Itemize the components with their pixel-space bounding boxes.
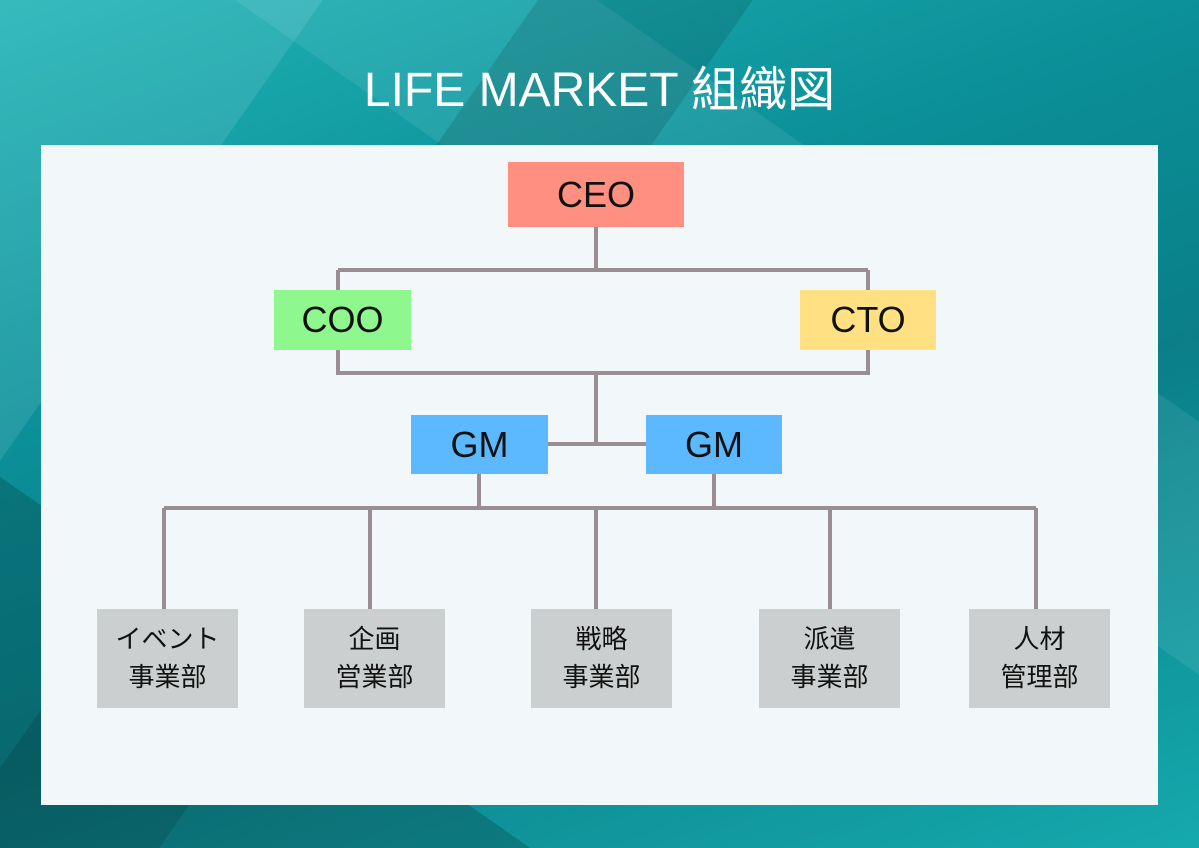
department-drops xyxy=(162,508,1038,609)
dept-line2: 事業部 xyxy=(128,662,207,693)
ceo-node: CEO xyxy=(508,162,684,227)
coo-cto-bracket xyxy=(336,350,870,446)
chart-title: LIFE MARKET 組織図 xyxy=(363,64,836,117)
department-node-strategy: 戦略 事業部 xyxy=(531,609,672,708)
cto-node: CTO xyxy=(800,290,936,350)
department-node-hr: 人材 管理部 xyxy=(969,609,1110,708)
dept-line1: 派遣 xyxy=(803,624,856,655)
ceo-connector xyxy=(336,227,870,290)
gm-node-2: GM xyxy=(646,415,782,474)
dept-line1: 戦略 xyxy=(575,624,628,655)
dept-line2: 営業部 xyxy=(335,662,414,693)
dept-line1: 企画 xyxy=(348,624,401,655)
department-node-event: イベント 事業部 xyxy=(97,609,238,708)
gm-connector xyxy=(164,474,1036,510)
department-node-dispatch: 派遣 事業部 xyxy=(759,609,900,708)
dept-line1: 人材 xyxy=(1013,624,1066,655)
dept-line2: 事業部 xyxy=(562,662,641,693)
coo-node: COO xyxy=(274,290,411,350)
dept-line2: 管理部 xyxy=(1000,662,1079,693)
dept-line1: イベント xyxy=(115,624,220,655)
gm-node-1: GM xyxy=(411,415,548,474)
department-node-planning-sales: 企画 営業部 xyxy=(304,609,445,708)
dept-line2: 事業部 xyxy=(790,662,869,693)
